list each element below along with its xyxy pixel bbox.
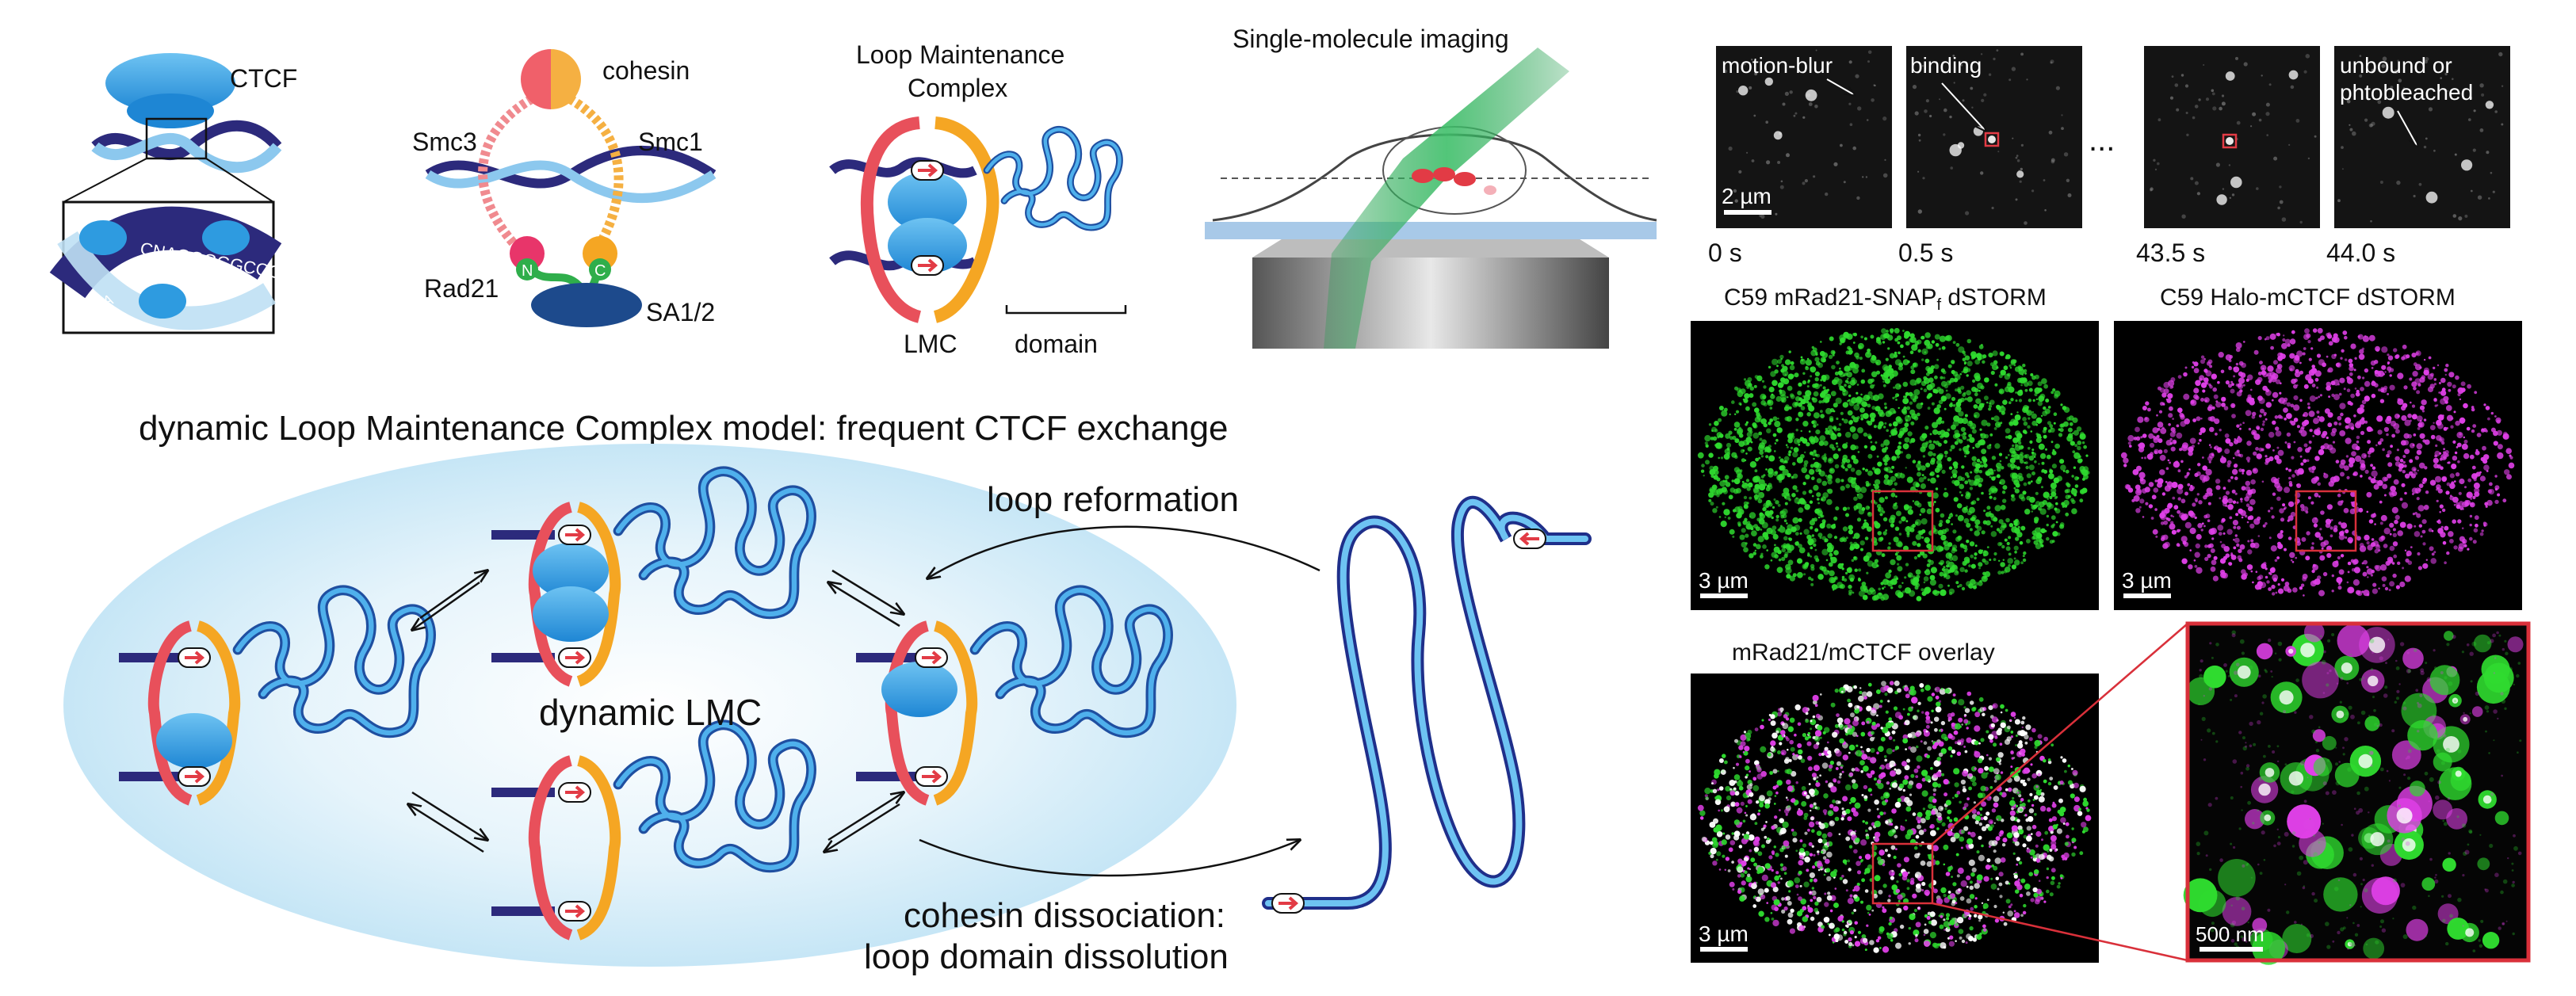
lmc-state-left xyxy=(119,590,431,806)
rad21-label: Rad21 xyxy=(424,274,499,303)
smi-panel: Single-molecule imaging xyxy=(1205,25,1657,349)
sa-label: SA1/2 xyxy=(646,298,715,326)
dissociation-label-line2: loop domain dissolution xyxy=(864,937,1229,976)
smi-title: Single-molecule imaging xyxy=(1233,25,1509,53)
ctcf-dstorm-title: C59 Halo-mCTCF dSTORM xyxy=(2160,284,2456,311)
ctcf-label: CTCF xyxy=(230,64,297,93)
rad21-c-terminus xyxy=(583,236,617,271)
frame3-annotation-line1: unbound or xyxy=(2340,53,2452,78)
frame1-time: 0.5 s xyxy=(1898,239,1953,267)
dissociation-label-line1: cohesin dissociation: xyxy=(904,896,1225,935)
objective xyxy=(1252,258,1609,349)
lmc-label: LMC xyxy=(904,330,957,358)
ctcf-protein xyxy=(105,53,235,113)
lmc-title-line1: Loop Maintenance xyxy=(856,40,1064,69)
unlooped-dna xyxy=(1262,496,1592,914)
lmc-title-line2: Complex xyxy=(908,74,1007,102)
frame0-scale-bar: 2 µm xyxy=(1722,184,1771,208)
smc3-label: Smc3 xyxy=(412,128,477,156)
smc1-label: Smc1 xyxy=(638,128,703,156)
rad21-n-terminus xyxy=(510,236,545,271)
frame3-time: 44.0 s xyxy=(2326,239,2395,267)
coverslip xyxy=(1205,222,1657,239)
ctcf-scale-label: 3 µm xyxy=(2122,568,2172,593)
cohesin-panel: N C cohesin Smc3 Smc1 Rad21 SA1/2 xyxy=(412,49,717,327)
loop-reformation-label: loop reformation xyxy=(987,480,1239,519)
c-label: C xyxy=(594,262,606,280)
dstorm-panels: C59 mRad21-SNAPf dSTORM C59 Halo-mCTCF d… xyxy=(1691,284,2531,965)
n-label: N xyxy=(522,262,533,280)
frame0-time: 0 s xyxy=(1708,239,1742,267)
overlay-scale-label: 3 µm xyxy=(1699,922,1749,946)
reformation-arrow xyxy=(927,525,1320,578)
overlay-roi xyxy=(1871,842,1934,905)
zoom-frame xyxy=(2185,621,2531,963)
lmc-state-bottom xyxy=(491,725,812,941)
ctcf-panel: CNAGGGGGCCC ... CCA CTCF xyxy=(49,53,297,334)
dynamic-lmc-model: dynamic Loop Maintenance Complex model: … xyxy=(63,409,1592,976)
excitation-beam xyxy=(1324,48,1569,349)
frame3-annotation-line2: phtobleached xyxy=(2340,80,2473,105)
overlay-title: mRad21/mCTCF overlay xyxy=(1732,639,1995,666)
sa-subunit xyxy=(531,283,642,327)
lmc-panel: Loop Maintenance Complex LMC domain xyxy=(829,40,1127,358)
zoom-scale-label: 500 nm xyxy=(2196,922,2265,946)
lmc-state-top xyxy=(491,471,812,687)
frame0-annotation: motion-blur xyxy=(1722,53,1833,78)
dissociation-arrow xyxy=(919,840,1300,877)
equilibrium-arrows xyxy=(408,571,904,852)
lmc-state-right xyxy=(856,590,1168,806)
rad21-dstorm-title: C59 mRad21-SNAPf dSTORM xyxy=(1724,284,2047,314)
dynamic-lmc-label: dynamic LMC xyxy=(539,692,762,733)
frame1-annotation: binding xyxy=(1910,53,1982,78)
halo-background xyxy=(63,444,1236,967)
timelapse-panel: motion-blur 2 µm binding unbound or phto… xyxy=(1708,46,2510,267)
frame2-time: 43.5 s xyxy=(2136,239,2205,267)
rad21-scale-label: 3 µm xyxy=(1699,568,1749,593)
cohesin-label: cohesin xyxy=(602,56,690,85)
timelapse-ellipsis: ... xyxy=(2089,123,2115,158)
model-title: dynamic Loop Maintenance Complex model: … xyxy=(139,409,1229,448)
frame-0s xyxy=(1716,46,1892,228)
cohesin-head xyxy=(521,49,581,109)
domain-label: domain xyxy=(1015,330,1098,358)
